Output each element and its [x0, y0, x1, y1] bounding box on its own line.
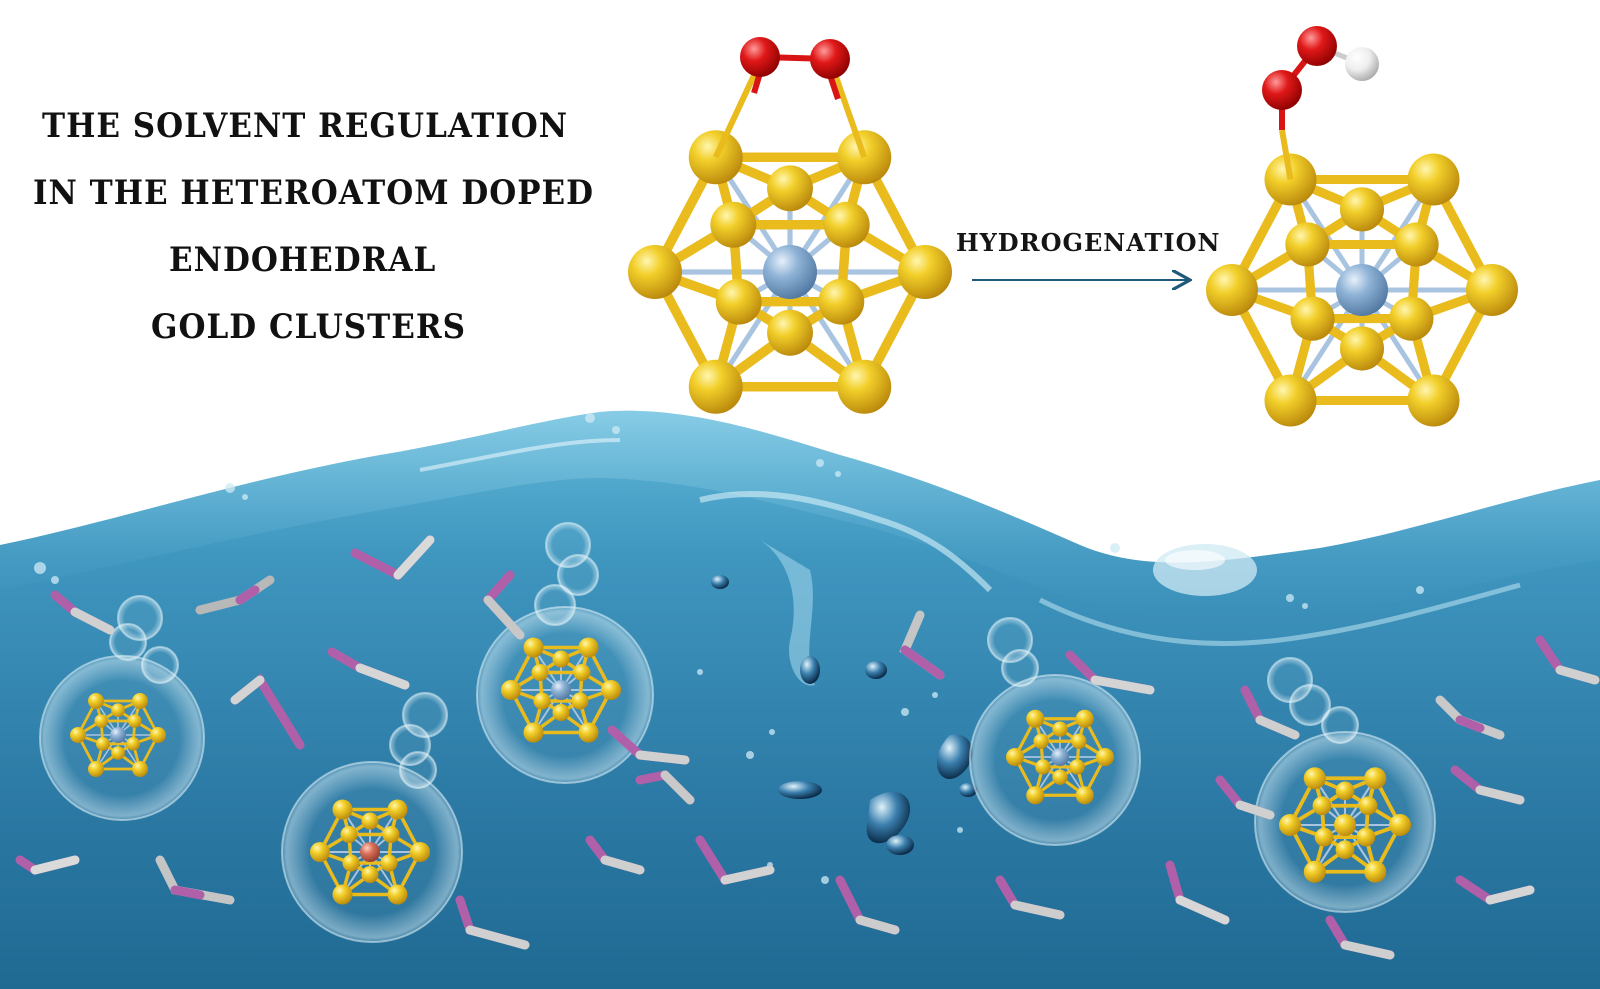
dark-droplets: [711, 575, 977, 855]
solvent-molecule-icon: [50, 590, 115, 635]
solvent-molecule-icon: [995, 875, 1065, 920]
gold-cluster: [628, 130, 952, 414]
gold-cluster: [1279, 767, 1411, 883]
title-line-2: IN THE HETEROATOM DOPED: [33, 173, 595, 213]
solvent-molecules: [15, 535, 1600, 960]
solvent-molecule-icon: [481, 570, 525, 640]
title-line-1: THE SOLVENT REGULATION: [42, 106, 569, 146]
solvent-molecule-icon: [1240, 685, 1300, 740]
solvent-molecule-icon: [1435, 695, 1505, 740]
solvent-molecule-icon: [1535, 635, 1600, 685]
solvent-molecule-icon: [1455, 875, 1535, 905]
gold-cluster: [501, 637, 621, 743]
solvent-molecule-icon: [635, 770, 695, 805]
hydrogenation-label: HYDROGENATION: [956, 228, 1221, 257]
small-clusters: [70, 637, 1411, 905]
solvent-molecule-icon: [1450, 765, 1525, 805]
gold-cluster: [1206, 153, 1518, 427]
solvent-molecule-icon: [1065, 650, 1155, 695]
title-line-3: ENDOHEDRAL: [169, 240, 437, 280]
solvent-molecule-icon: [585, 835, 645, 875]
solvent-molecule-icon: [155, 855, 235, 905]
solvent-molecule-icon: [327, 647, 410, 690]
solvent-molecule-icon: [899, 610, 945, 680]
solvent-molecule-icon: [350, 535, 435, 581]
solvent-molecule-icon: [1325, 915, 1395, 960]
solvent-molecule-icon: [1215, 775, 1275, 820]
small-bubbles: [34, 413, 1424, 884]
solvent-molecule-icon: [1165, 860, 1230, 925]
o2-adsorbed-gold-cluster-icon: [628, 37, 952, 414]
solvent-molecule-icon: [695, 835, 775, 886]
solvent-molecule-icon: [15, 855, 80, 875]
gold-cluster: [310, 799, 430, 905]
solvent-molecule-icon: [230, 673, 305, 750]
solvent-molecule-icon: [607, 725, 690, 765]
solvent-molecule-icon: [195, 575, 275, 615]
gold-cluster: [1006, 709, 1114, 805]
solvent-molecule-icon: [455, 895, 530, 950]
solvent-molecule-icon: [835, 875, 900, 935]
ooh-adsorbed-gold-cluster-icon: [1206, 26, 1518, 427]
gold-cluster: [70, 693, 166, 777]
title-line-4: GOLD CLUSTERS: [151, 307, 466, 347]
